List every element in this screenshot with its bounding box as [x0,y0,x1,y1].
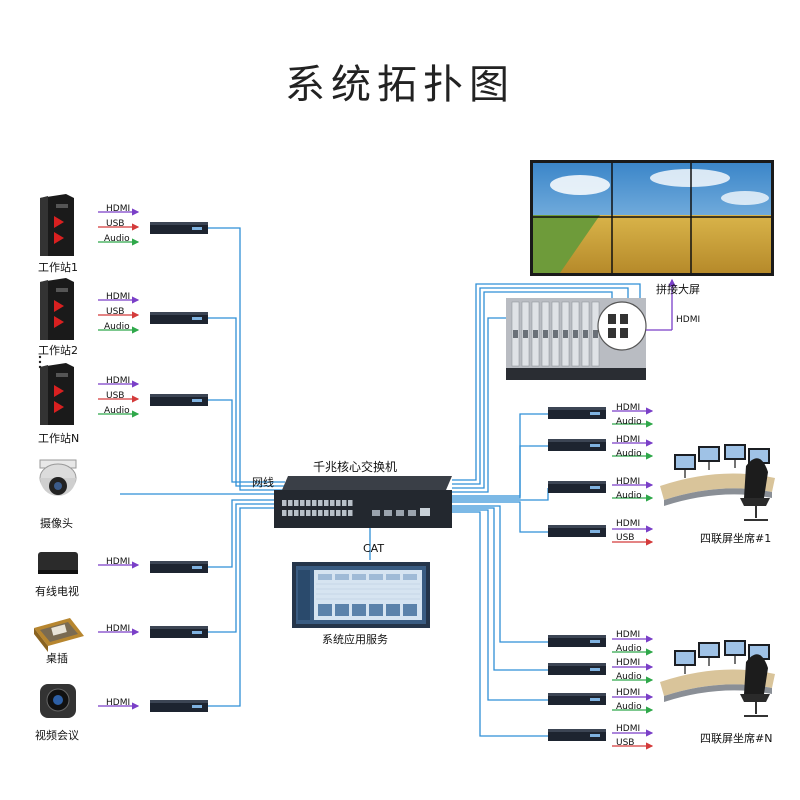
video-conference-icon [40,684,76,718]
video-conference-hdmi-label: HDMI [106,698,131,708]
seat1-r3-sig1-label: HDMI [616,477,641,487]
core-switch-label: 千兆核心交换机 [313,460,398,474]
page-title: 系统拓扑图 [285,62,515,108]
seatn-r4-sig2-label: USB [616,738,635,748]
seatn-r3-sig1-label: HDMI [616,688,641,698]
cable-tv-hdmi-label: HDMI [106,557,131,567]
workstation-tower-icon [40,363,74,425]
video-conference-label: 视频会议 [35,729,79,742]
ws1-hdmi-label: HDMI [106,204,131,214]
decoder-box-icon [548,481,606,493]
ws1-usb-label: USB [106,219,125,229]
floor-socket-icon [34,618,84,652]
encoder-box-icon [150,561,208,573]
cable-tv-box-icon [38,552,78,574]
seat1-r2-sig1-label: HDMI [616,435,641,445]
video-wall-icon [530,160,774,276]
encoder-box-icon [150,222,208,234]
ellipsis-dots [38,355,42,369]
seat1-r1-sig1-label: HDMI [616,403,641,413]
seatn-r4-sig1-label: HDMI [616,724,641,734]
encoder-box-icon [150,312,208,324]
video-wall-signal-label: HDMI [676,315,701,325]
ws2-audio-label: Audio [104,322,130,332]
seat1-r4-sig1-label: HDMI [616,519,641,529]
workstation-group [40,194,74,425]
ws2-usb-label: USB [106,307,125,317]
wsn-hdmi-label: HDMI [106,376,131,386]
decoder-box-icon [548,729,606,741]
seatn-r1-sig2-label: Audio [616,644,642,654]
cable-tv-label: 有线电视 [35,585,79,598]
signal-arrows-left [98,208,140,710]
seat1-r4-sig2-label: USB [616,533,635,543]
seat1-r2-sig2-label: Audio [616,449,642,459]
workstation-tower-icon [40,278,74,340]
decoder-group-right [548,407,606,741]
right-cable-bus [369,283,641,737]
decoder-box-icon [548,525,606,537]
operator-desk-group [660,444,775,717]
workstation-n-label: 工作站N [38,432,80,445]
ws1-audio-label: Audio [104,234,130,244]
wsn-usb-label: USB [106,391,125,401]
seat1-r1-sig2-label: Audio [616,417,642,427]
wsn-audio-label: Audio [104,406,130,416]
floor-socket-hdmi-label: HDMI [106,624,131,634]
decoder-box-icon [548,439,606,451]
signal-arrows-right [612,407,654,750]
seat1-r3-sig2-label: Audio [616,491,642,501]
matrix-chassis-icon [506,278,676,380]
seatn-r3-sig2-label: Audio [616,702,642,712]
encoder-group-left [150,222,208,712]
floor-socket-label: 桌插 [46,652,68,665]
seatn-r1-sig1-label: HDMI [616,630,641,640]
network-cable-label: 网线 [252,476,274,489]
seatn-r2-sig2-label: Audio [616,672,642,682]
operator-desk-icon [660,640,775,717]
seat-n-label: 四联屏坐席#N [700,732,773,745]
operator-desk-icon [660,444,775,521]
core-switch-icon [274,476,452,528]
workstation-2-label: 工作站2 [38,344,78,357]
encoder-box-icon [150,626,208,638]
decoder-box-icon [548,407,606,419]
workstation-1-label: 工作站1 [38,261,78,274]
workstation-tower-icon [40,194,74,256]
app-server-screen-icon [292,562,430,628]
encoder-box-icon [150,700,208,712]
decoder-box-icon [548,635,606,647]
left-cable-bus [120,227,285,707]
encoder-box-icon [150,394,208,406]
video-wall-label: 拼接大屏 [656,283,700,296]
app-server-label: 系统应用服务 [322,633,388,646]
camera-label: 摄像头 [40,517,73,530]
decoder-box-icon [548,663,606,675]
decoder-box-icon [548,693,606,705]
ws2-hdmi-label: HDMI [106,292,131,302]
camera-icon [39,459,77,496]
seat-1-label: 四联屏坐席#1 [700,532,772,545]
cat-label: CAT [363,542,385,555]
seatn-r2-sig1-label: HDMI [616,658,641,668]
